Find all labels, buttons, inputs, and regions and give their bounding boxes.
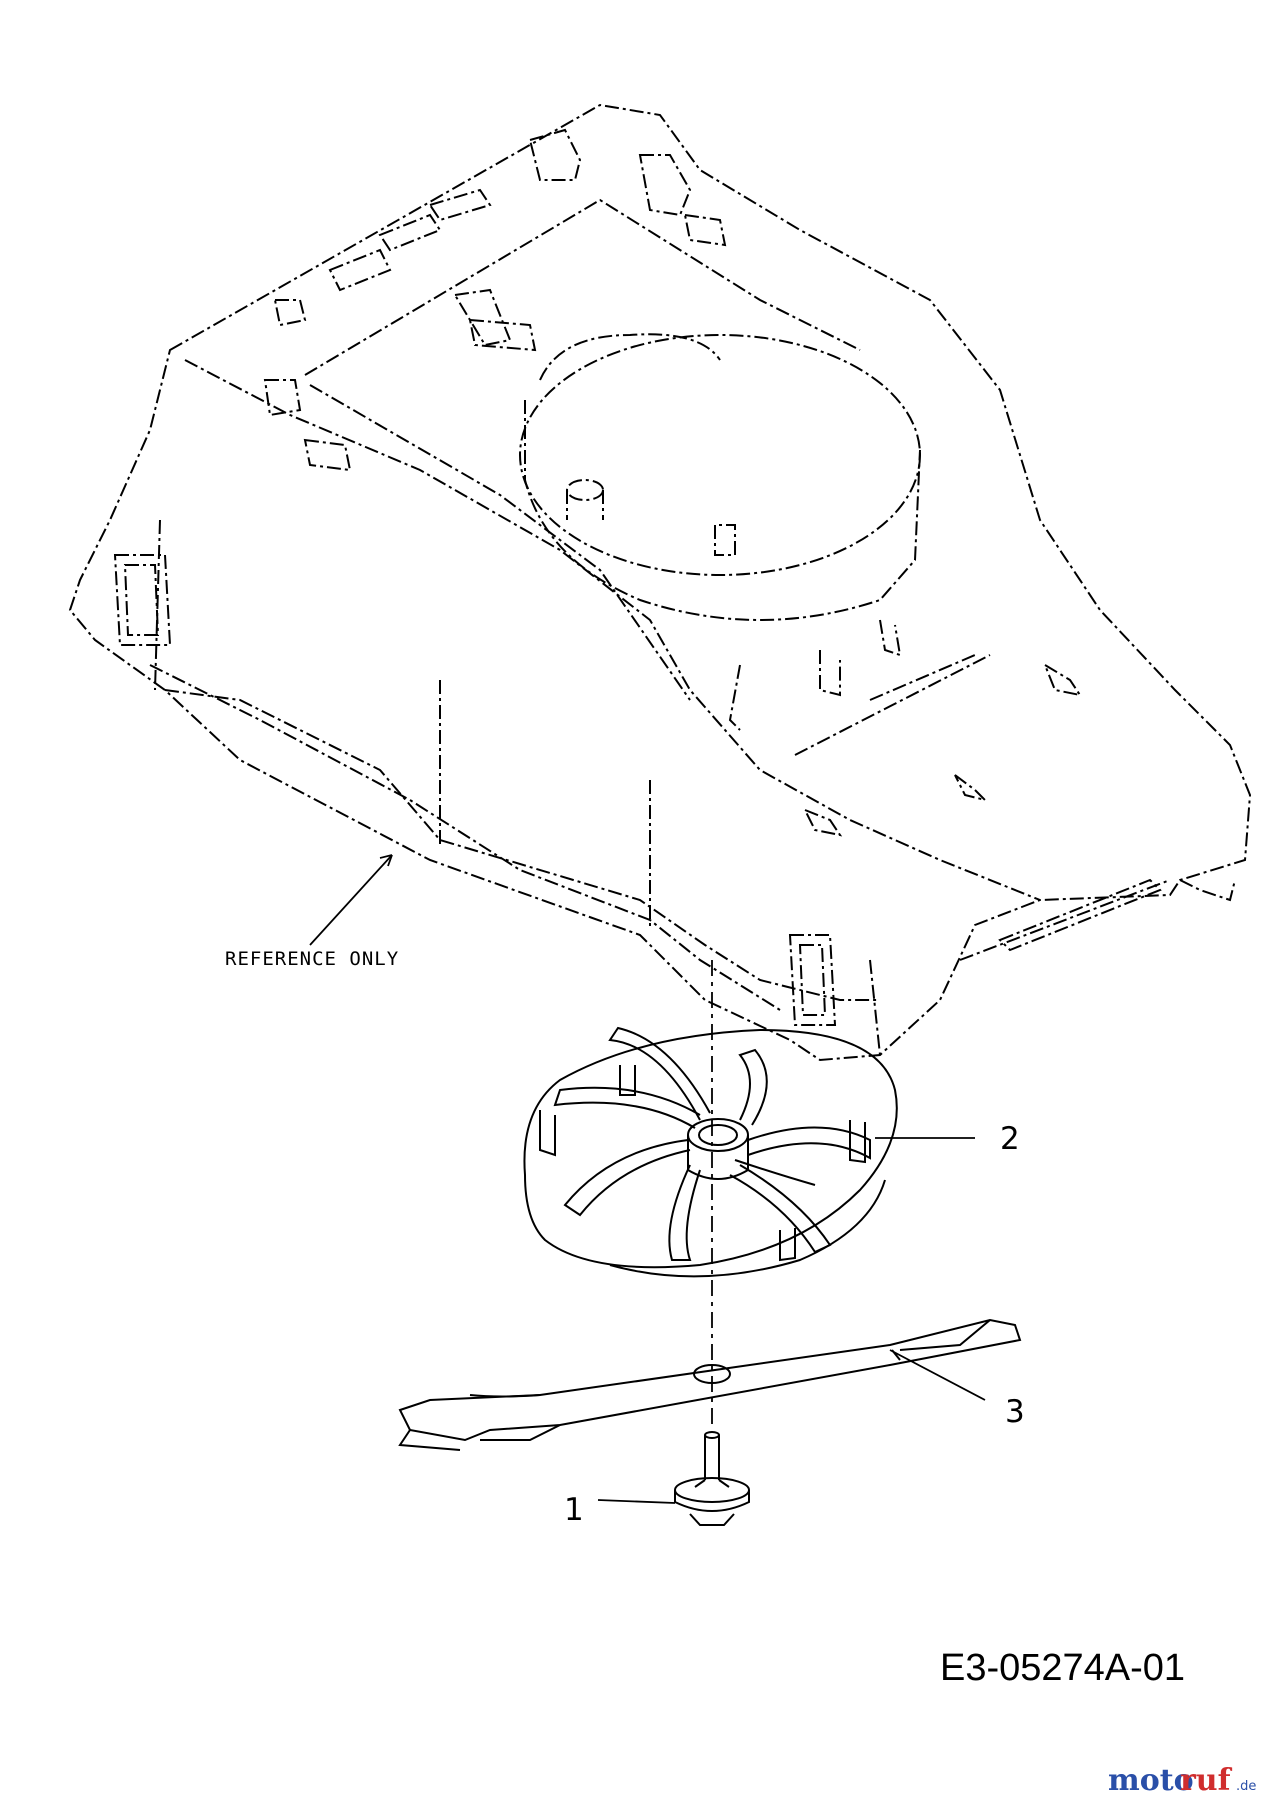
reference-leader-arrow (379, 854, 393, 867)
watermark-part-b: ruf (1180, 1763, 1233, 1798)
reference-only-label: REFERENCE ONLY (225, 948, 399, 970)
callout-3: 3 (1005, 1394, 1025, 1430)
leader-3 (889, 1349, 986, 1401)
watermark-part-a: moto (1108, 1763, 1194, 1798)
watermark-suffix: .de (1236, 1779, 1256, 1794)
reference-leader (309, 854, 393, 946)
watermark-logo: moto ruf .de (1108, 1763, 1256, 1798)
mower-deck (68, 103, 1252, 1062)
leader-1 (597, 1499, 676, 1504)
fan-impeller (523, 1026, 898, 1278)
callout-2: 2 (1000, 1121, 1020, 1157)
callout-1: 1 (564, 1492, 584, 1528)
mower-blade (398, 1318, 1022, 1451)
blade-bolt (674, 1431, 750, 1526)
drawing-number: E3-05274A-01 (940, 1647, 1185, 1689)
